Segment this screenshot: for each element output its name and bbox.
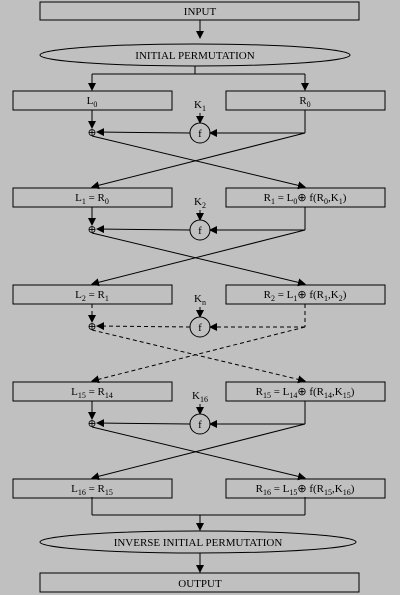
inverse-permutation-label: INVERSE INITIAL PERMUTATION — [114, 537, 283, 549]
round-key-label: K2 — [194, 196, 206, 210]
xor-icon: ⊕ — [87, 418, 96, 430]
inverse-permutation-ellipse — [39, 530, 357, 554]
left-half-label: L0 — [87, 95, 98, 109]
output-box — [39, 572, 360, 593]
right-half-label: R1 = L0⊕ f(R0,K1) — [264, 191, 347, 206]
round-key-label: K16 — [192, 390, 208, 404]
left-half-label: L15 = R14 — [71, 386, 113, 400]
right-half-label: R15 = L14⊕ f(R14,K15) — [256, 385, 355, 400]
round-function-label: f — [198, 128, 202, 140]
output-label: OUTPUT — [178, 578, 222, 590]
initial-permutation-label: INITIAL PERMUTATION — [135, 50, 254, 62]
xor-icon: ⊕ — [87, 321, 96, 333]
right-half-label: R16 = L15⊕ f(R15,K16) — [256, 482, 355, 497]
left-half-label: L1 = R0 — [75, 192, 109, 206]
xor-icon: ⊕ — [87, 224, 96, 236]
round-function-label: f — [198, 322, 202, 334]
round-key-label: Kn — [194, 293, 206, 307]
round-function-label: f — [198, 419, 202, 431]
right-half-label: R2 = L1⊕ f(R1,K2) — [264, 288, 347, 303]
round-function-label: f — [198, 225, 202, 237]
left-half-label: L16 = R15 — [71, 483, 113, 497]
right-half-label: R0 — [299, 95, 310, 109]
xor-icon: ⊕ — [87, 127, 96, 139]
round-key-label: K1 — [194, 99, 206, 113]
input-label: INPUT — [184, 6, 217, 18]
left-half-label: L2 = R1 — [75, 289, 109, 303]
